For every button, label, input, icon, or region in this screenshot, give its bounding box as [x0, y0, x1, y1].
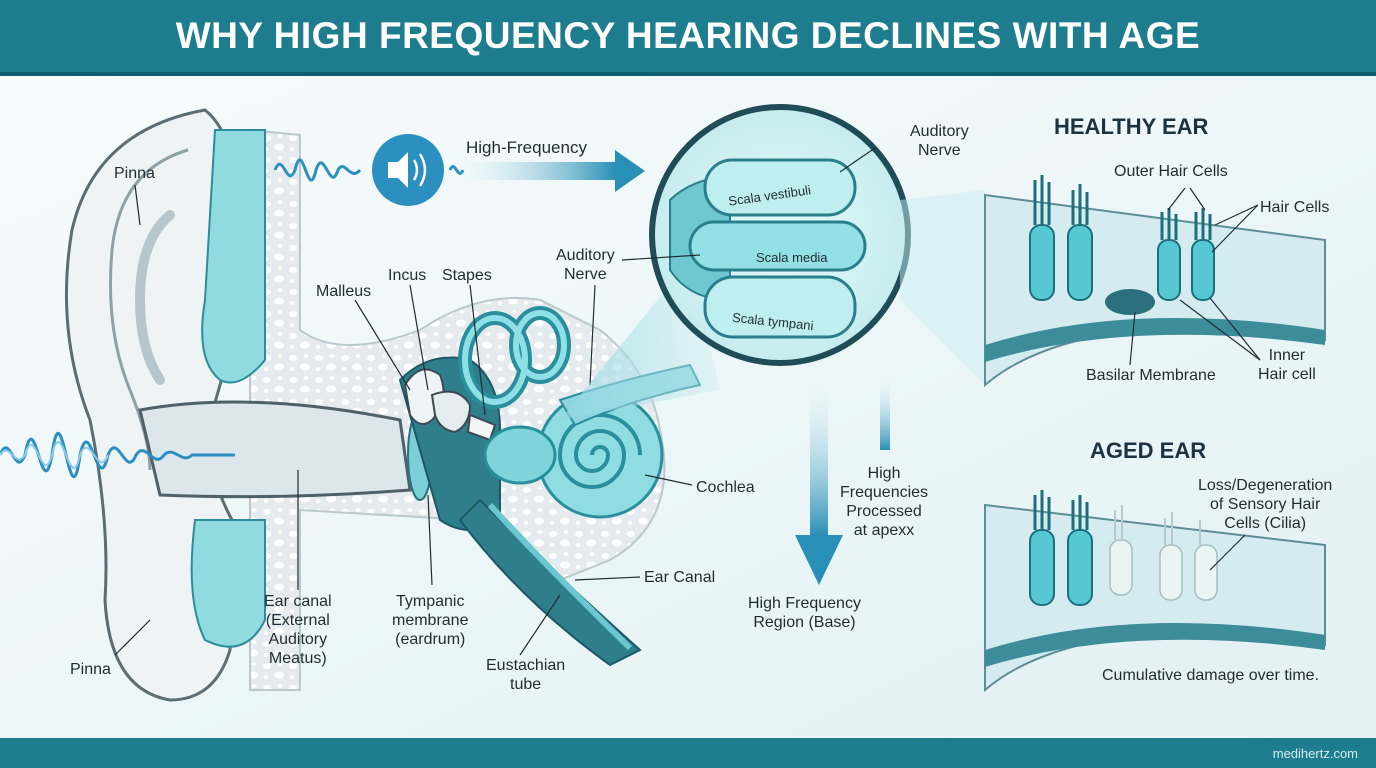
ear-canal	[138, 400, 412, 499]
heading-healthy-ear: HEALTHY EAR	[1054, 114, 1209, 139]
heading-aged-ear: AGED EAR	[1090, 438, 1207, 463]
label-ear-canal-right: Ear Canal	[644, 569, 716, 586]
title-bar: WHY HIGH FREQUENCY HEARING DECLINES WITH…	[0, 0, 1376, 76]
label-auditory-nerve-lens: Auditory Nerve	[910, 123, 969, 159]
label-ear-canal-left: Ear canal (External Auditory Meatus)	[264, 593, 332, 667]
label-cumulative-damage: Cumulative damage over time.	[1102, 667, 1319, 684]
incus-shape	[430, 390, 472, 434]
site-credit: medihertz.com	[1272, 746, 1358, 761]
cartilage	[201, 129, 266, 384]
label-outer-hair-cells: Outer Hair Cells	[1114, 163, 1228, 180]
cartilage-lower	[190, 519, 266, 648]
label-scala-media: Scala media	[756, 250, 828, 265]
base-region-arrow	[795, 535, 843, 585]
footer-bar: medihertz.com	[0, 738, 1376, 768]
label-incus: Incus	[388, 267, 427, 284]
page-title: WHY HIGH FREQUENCY HEARING DECLINES WITH…	[175, 15, 1201, 56]
label-auditory-nerve: Auditory Nerve	[556, 247, 615, 283]
healthy-hair-cell-panel	[984, 175, 1326, 388]
scala-media-shape	[688, 220, 867, 272]
label-high-frequency-region: High Frequency Region (Base)	[748, 595, 861, 631]
scala-vestibuli-shape	[703, 158, 857, 217]
sound-wave-top	[273, 158, 362, 182]
illustration	[0, 76, 1376, 738]
aged-hair-cell-panel	[984, 490, 1326, 693]
leader-lines	[114, 184, 693, 656]
label-loss-degeneration: Loss/Degeneration of Sensory Hair Cells …	[1198, 477, 1333, 532]
label-high-frequencies-processed: High Frequencies Processed at apexx	[840, 465, 929, 539]
label-cochlea: Cochlea	[696, 479, 755, 496]
label-tympanic-membrane: Tympanic membrane (eardrum)	[392, 593, 469, 648]
scala-tympani-shape	[703, 275, 857, 339]
high-frequency-arrow	[615, 150, 645, 192]
pinna-fold	[134, 210, 175, 385]
label-stapes: Stapes	[442, 267, 492, 284]
label-inner-hair-cell: Inner Hair cell	[1258, 347, 1316, 383]
speaker-icon	[388, 152, 408, 188]
label-eustachian-tube: Eustachian tube	[486, 657, 566, 693]
label-malleus: Malleus	[316, 283, 372, 300]
label-basilar-membrane: Basilar Membrane	[1086, 367, 1216, 384]
label-pinna-top: Pinna	[114, 165, 155, 182]
label-pinna-bottom: Pinna	[70, 661, 111, 678]
label-high-frequency: High-Frequency	[466, 138, 587, 157]
label-hair-cells: Hair Cells	[1260, 199, 1330, 216]
